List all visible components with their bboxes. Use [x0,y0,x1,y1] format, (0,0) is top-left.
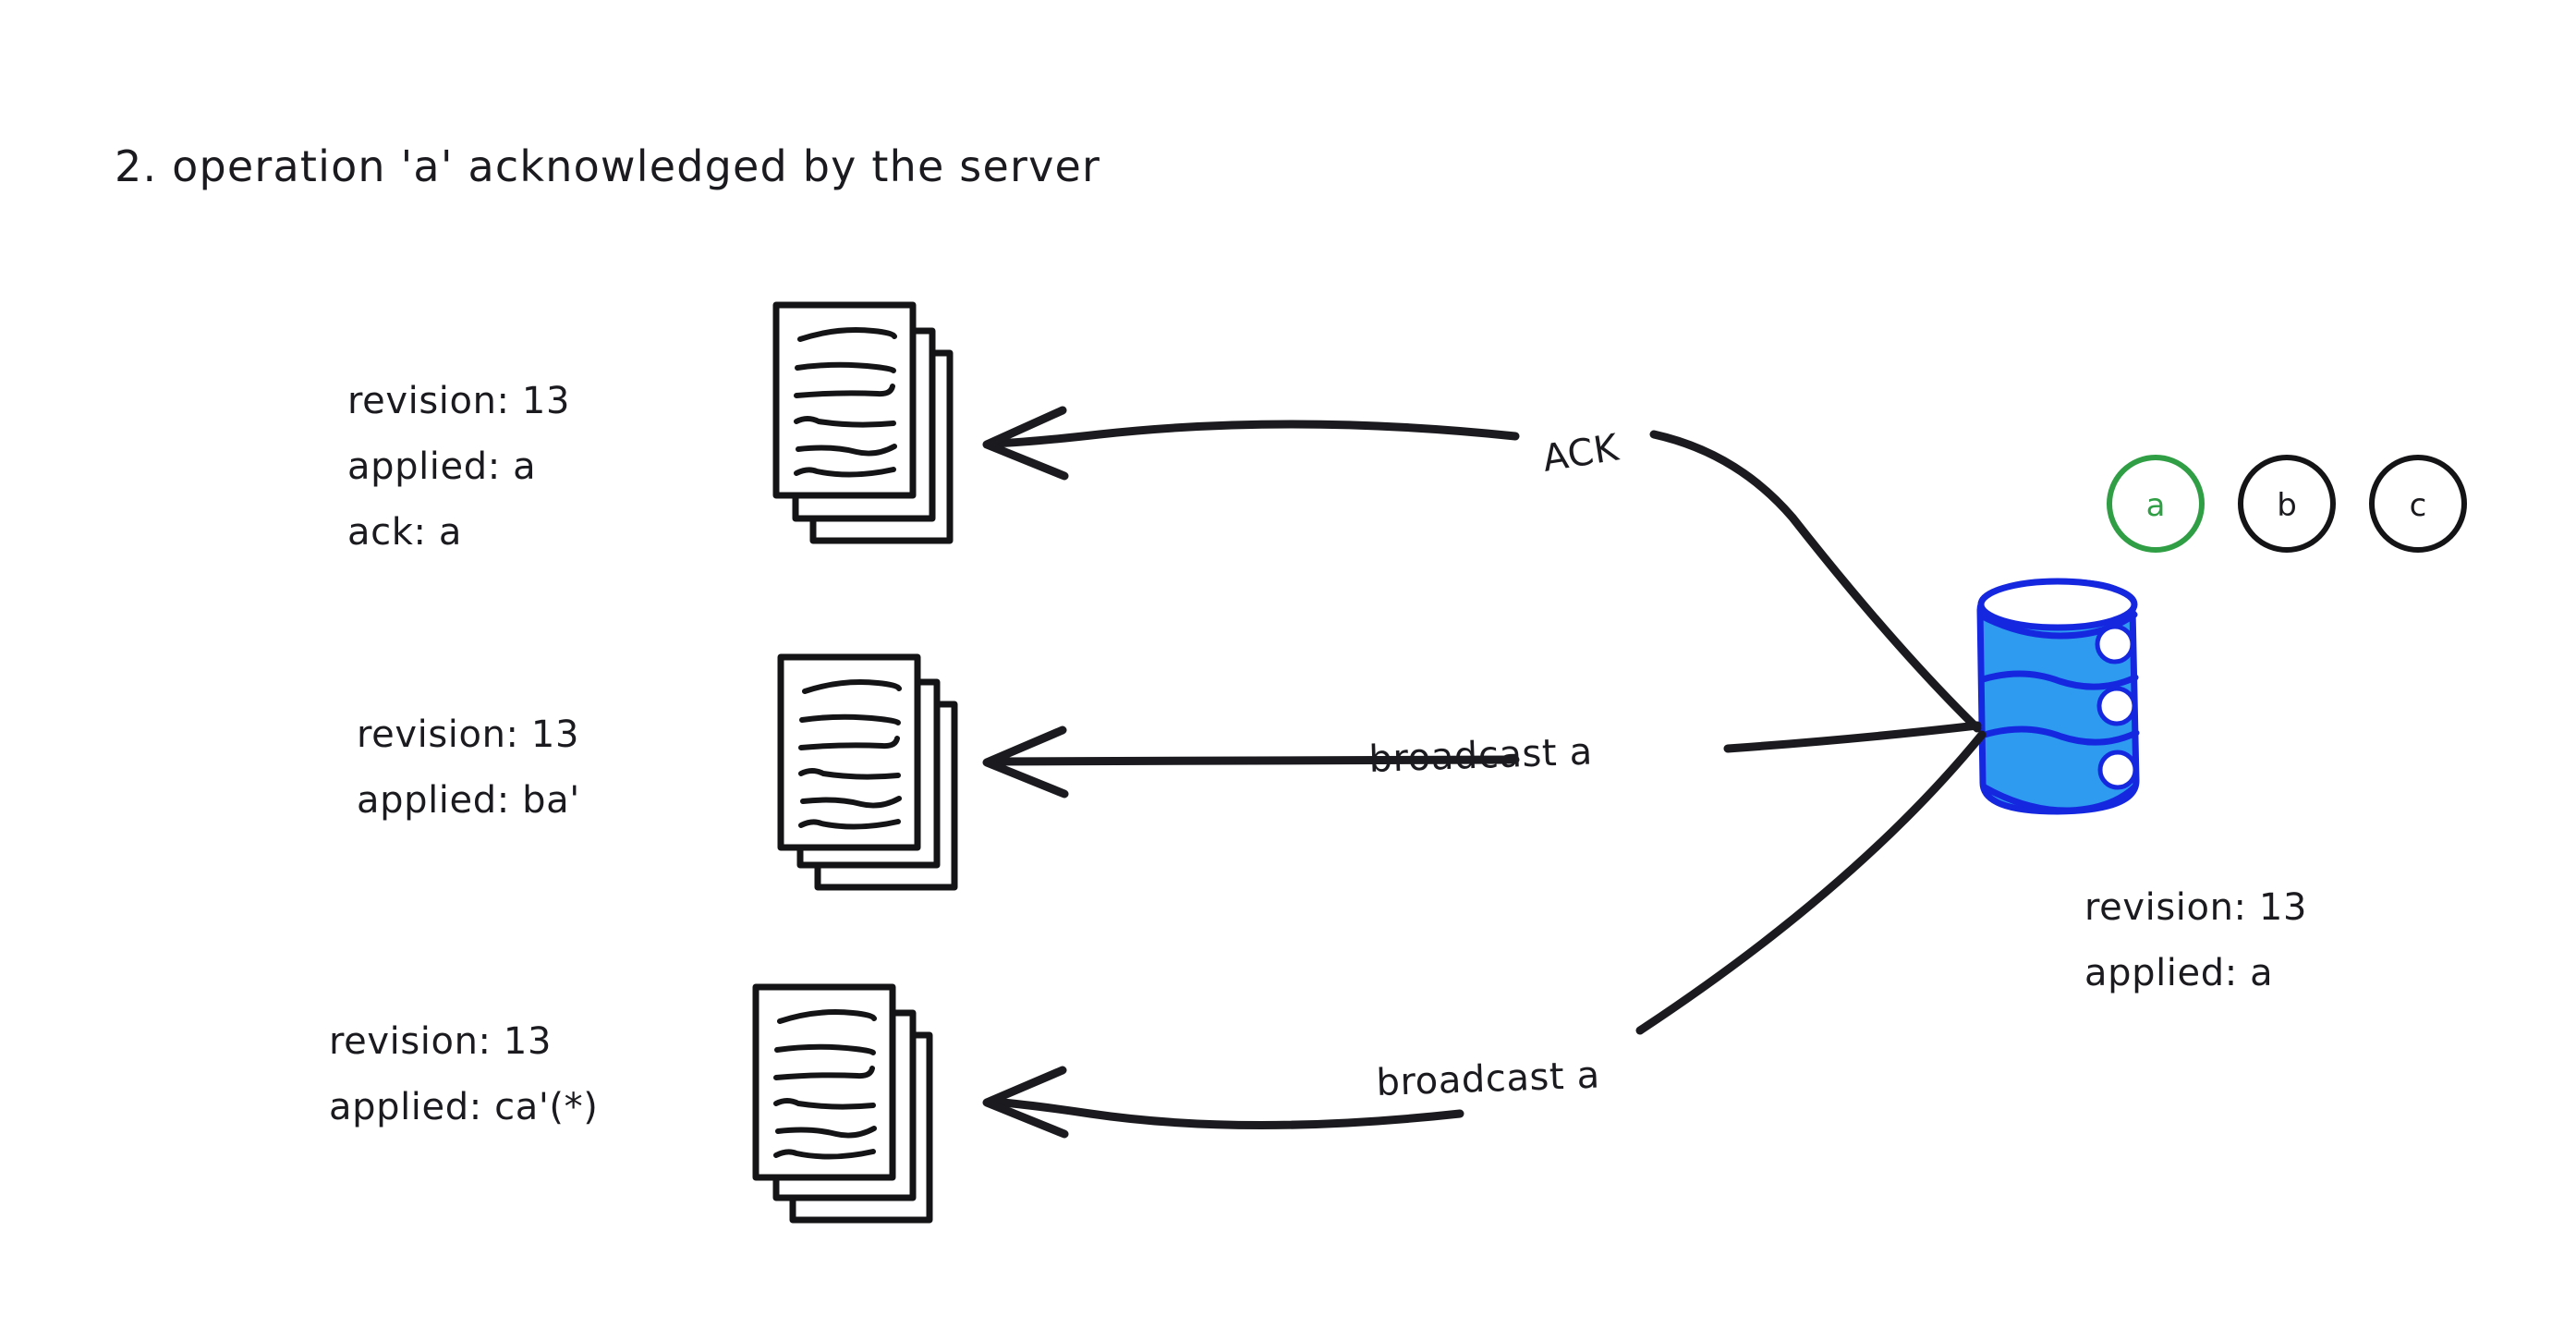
server-revision: revision: 13 [2084,886,2307,929]
edge-broadcast-2-arrow [982,730,1987,1139]
client-3-state: revision: 13 applied: ca'(*) [329,1020,598,1128]
page-title: 2. operation 'a' acknowledged by the ser… [115,141,1100,191]
operation-circle-b[interactable] [2238,455,2336,553]
operation-label-b: b [2277,487,2297,524]
client-3-revision: revision: 13 [329,1020,552,1063]
edge-broadcast-1-arrow [982,721,1982,799]
server-state: revision: 13 applied: a [2084,886,2307,994]
client-3-applied: applied: ca'(*) [329,1086,598,1128]
document-stack-icon [752,983,933,1224]
operation-queue [2107,455,2467,553]
edge-ack-arrow [982,406,1982,733]
client-1-state: revision: 13 applied: a ack: a [347,380,570,554]
client-2-state: revision: 13 applied: ba' [357,713,580,822]
server-applied: applied: a [2084,952,2273,994]
operation-circle-a[interactable] [2107,455,2205,553]
edge-broadcast-1-label: broadcast a [1368,731,1594,781]
database-cylinder-icon [1976,578,2140,815]
operation-label-a: a [2146,487,2166,524]
client-2-revision: revision: 13 [357,713,579,756]
document-stack-icon [772,301,954,544]
document-stack-icon [777,653,958,891]
document-text-lines [794,327,897,478]
client-1-ack: ack: a [347,511,462,554]
client-1-applied: applied: a [347,445,536,488]
edge-broadcast-2-label: broadcast a [1376,1055,1601,1104]
operation-label-c: c [2410,487,2427,524]
client-2-applied: applied: ba' [357,779,580,822]
client-1-revision: revision: 13 [347,380,570,422]
document-text-lines [773,1009,877,1160]
operation-circle-c[interactable] [2369,455,2467,553]
document-text-lines [798,679,902,830]
edge-ack-label: ACK [1539,426,1622,481]
